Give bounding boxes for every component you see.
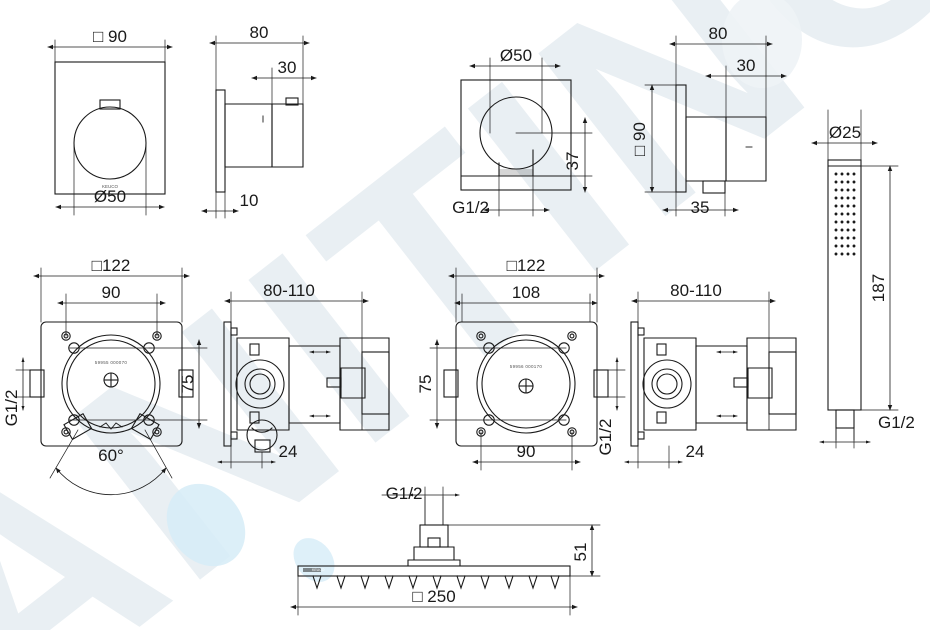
dim-label-sq90: □ 90 [93,27,127,46]
view-rough-in-thermostat-side [217,291,390,469]
dim-label-d80110a: 80-110 [263,281,315,300]
dim-label-sq250: □ 250 [412,587,455,606]
view-hand-shower [811,109,899,449]
dim-label-sq122b: □122 [507,256,546,275]
spray-holes [834,172,856,256]
body-code-left: 59955 000070 [95,360,128,365]
dim-label-g12c: G1/2 [596,419,615,456]
dim-label-d108: 108 [512,283,540,302]
view-wall-outlet-front [460,57,593,217]
dim-label-dia50: Ø50 [94,187,126,206]
body-code-right: 59956 000170 [510,364,543,369]
dim-label-d187: 187 [869,274,888,302]
view-rough-in-valve-front [429,267,626,471]
dim-label-d51: 51 [571,543,590,562]
dim-label-d24b: 24 [686,442,705,461]
dim-label-sq122a: □122 [92,256,131,275]
dim-label-dia25: Ø25 [829,123,861,142]
dim-label-d90a: 90 [102,283,121,302]
dim-label-d30b: 30 [737,56,756,75]
view-wall-outlet-side [644,35,787,217]
dim-label-d90b: 90 [517,442,536,461]
dim-label-d30: 30 [278,58,297,77]
dim-label-dia50b: Ø50 [500,46,532,65]
dim-label-d75b: 75 [416,375,435,394]
dim-label-d24a: 24 [279,442,298,461]
dim-label-g12b: G1/2 [2,390,21,427]
dim-label-sq90b: □ 90 [630,122,649,156]
dim-label-d37: 37 [563,152,582,171]
view-overhead-shower [290,486,601,616]
view-rough-in-valve-side [624,291,797,469]
dim-label-g12d: G1/2 [386,484,423,503]
dim-label-g12e: G1/2 [878,413,915,432]
dim-label-d80110b: 80-110 [670,281,722,300]
brand-logo-overhead: KEUCO [312,568,325,572]
brand-logo-trim: KEUCO [102,184,119,189]
view-trim-plate-front [47,39,173,216]
view-rough-in-thermostat-front [15,267,208,496]
shower-nozzles [312,575,560,590]
dim-label-d35: 35 [691,198,710,217]
dim-label-d75a: 75 [178,375,197,394]
dim-label-d10: 10 [240,191,259,210]
dim-label-a60: 60° [98,446,124,465]
dim-label-g12a: G1/2 [452,198,489,217]
dim-label-d80: 80 [250,23,269,42]
view-trim-plate-side [201,35,317,219]
dimension-labels: □ 90 Ø50 80 30 10 Ø50 37 G1/2 80 30 □ 90… [2,23,915,606]
dim-label-d80b: 80 [709,24,728,43]
